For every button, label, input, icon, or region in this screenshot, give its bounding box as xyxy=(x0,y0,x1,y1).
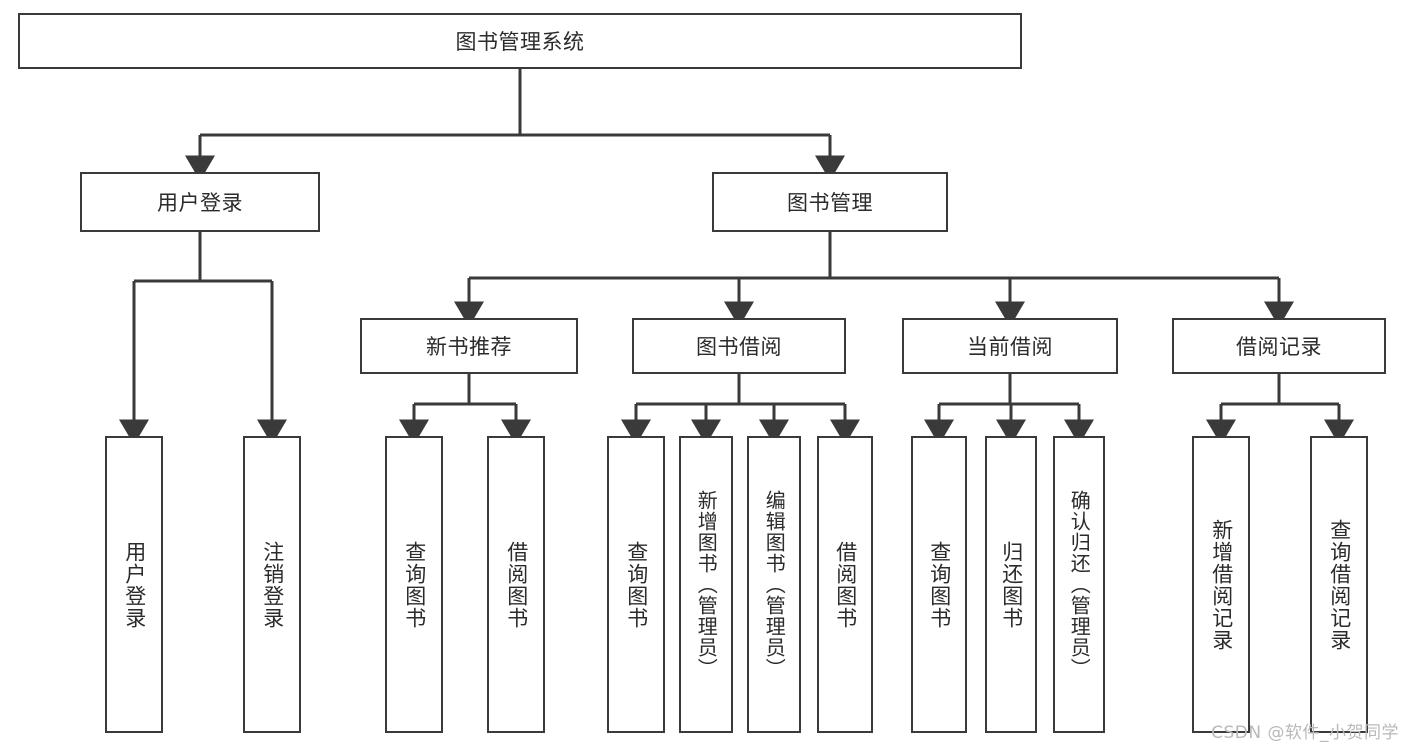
node-leaf-borrow-book-2[interactable]: 借阅图书 xyxy=(817,436,873,733)
node-leaf-logout-label: 注销登录 xyxy=(260,540,285,629)
node-leaf-return-book[interactable]: 归还图书 xyxy=(985,436,1037,733)
node-leaf-user-login-label: 用户登录 xyxy=(122,540,147,629)
csdn-watermark: CSDN @软件_小贺同学 xyxy=(1211,723,1399,743)
node-leaf-add-borrow-record[interactable]: 新增借阅记录 xyxy=(1192,436,1250,733)
node-leaf-user-login[interactable]: 用户登录 xyxy=(105,436,163,733)
node-user-login-label: 用户登录 xyxy=(157,191,243,215)
node-leaf-return-book-label: 归还图书 xyxy=(999,540,1024,629)
node-leaf-query-book-3-label: 查询图书 xyxy=(927,540,952,629)
node-root-label: 图书管理系统 xyxy=(455,30,585,54)
node-new-book-recommend[interactable]: 新书推荐 xyxy=(360,318,578,374)
node-leaf-add-borrow-record-label: 新增借阅记录 xyxy=(1209,518,1234,651)
node-leaf-add-book-admin[interactable]: 新增图书（管理员） xyxy=(679,436,733,733)
node-book-borrow[interactable]: 图书借阅 xyxy=(632,318,846,374)
node-book-borrow-label: 图书借阅 xyxy=(696,335,782,359)
node-leaf-edit-book-admin[interactable]: 编辑图书（管理员） xyxy=(747,436,801,733)
node-current-borrow[interactable]: 当前借阅 xyxy=(902,318,1118,374)
node-leaf-query-book-2[interactable]: 查询图书 xyxy=(607,436,665,733)
node-leaf-borrow-book-2-label: 借阅图书 xyxy=(833,540,858,629)
node-leaf-query-borrow-record-label: 查询借阅记录 xyxy=(1327,518,1352,651)
node-new-book-recommend-label: 新书推荐 xyxy=(426,335,512,359)
node-leaf-query-book-1[interactable]: 查询图书 xyxy=(385,436,443,733)
node-user-login[interactable]: 用户登录 xyxy=(80,172,320,232)
node-leaf-edit-book-admin-label: 编辑图书（管理员） xyxy=(762,490,787,679)
node-leaf-borrow-book-1[interactable]: 借阅图书 xyxy=(487,436,545,733)
node-root[interactable]: 图书管理系统 xyxy=(18,13,1022,69)
node-borrow-record[interactable]: 借阅记录 xyxy=(1172,318,1386,374)
node-leaf-add-book-admin-label: 新增图书（管理员） xyxy=(694,490,719,679)
node-leaf-confirm-return-admin-label: 确认归还（管理员） xyxy=(1067,490,1092,679)
node-leaf-borrow-book-1-label: 借阅图书 xyxy=(504,540,529,629)
node-borrow-record-label: 借阅记录 xyxy=(1236,335,1322,359)
node-book-management-label: 图书管理 xyxy=(787,191,873,215)
node-leaf-logout[interactable]: 注销登录 xyxy=(243,436,301,733)
node-leaf-query-borrow-record[interactable]: 查询借阅记录 xyxy=(1310,436,1368,733)
node-leaf-confirm-return-admin[interactable]: 确认归还（管理员） xyxy=(1053,436,1105,733)
node-leaf-query-book-3[interactable]: 查询图书 xyxy=(911,436,967,733)
node-leaf-query-book-1-label: 查询图书 xyxy=(402,540,427,629)
node-leaf-query-book-2-label: 查询图书 xyxy=(624,540,649,629)
node-book-management[interactable]: 图书管理 xyxy=(712,172,948,232)
node-current-borrow-label: 当前借阅 xyxy=(967,335,1053,359)
